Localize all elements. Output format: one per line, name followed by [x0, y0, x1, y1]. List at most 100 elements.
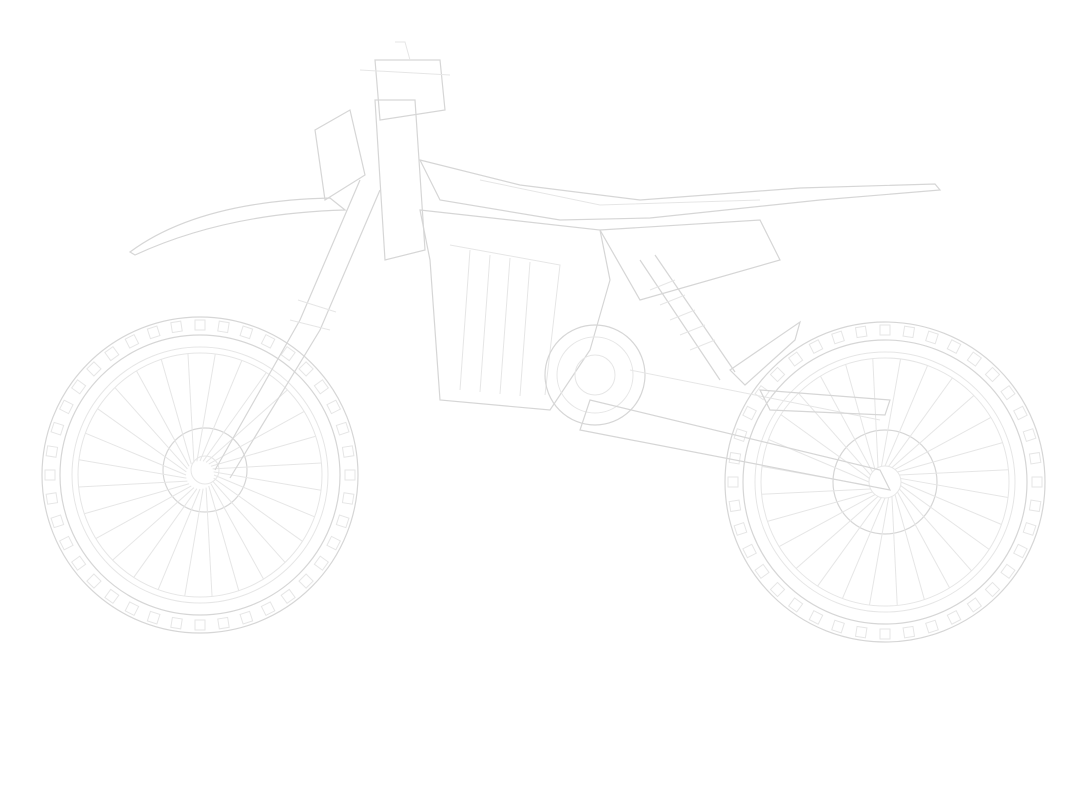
tread-block	[808, 610, 824, 625]
spoke	[778, 494, 876, 547]
spoke	[210, 483, 264, 580]
rear-fender	[729, 320, 802, 386]
tread-block	[742, 405, 757, 421]
spoke	[891, 395, 975, 468]
spoke	[212, 462, 322, 470]
spoke	[210, 435, 316, 467]
tread-block	[58, 535, 74, 551]
spoke	[894, 494, 925, 600]
tread-block	[966, 351, 983, 367]
tread-block	[966, 597, 983, 613]
tread-block	[335, 421, 350, 436]
rear-sprocket	[832, 429, 938, 535]
tread-block	[879, 628, 891, 640]
tread-block	[787, 351, 804, 367]
spoke	[842, 497, 886, 599]
spoke	[899, 488, 972, 572]
rear-spokes	[761, 358, 1009, 606]
spoke	[160, 359, 192, 465]
tread-block	[217, 616, 230, 630]
tread-block	[787, 597, 804, 613]
tread-block	[124, 333, 140, 349]
rear-tread	[727, 324, 1043, 640]
spoke	[97, 408, 187, 473]
spoke	[897, 442, 1003, 473]
tread-block	[50, 514, 65, 529]
spoke	[95, 485, 192, 539]
spoke	[798, 392, 871, 476]
spoke	[205, 389, 288, 463]
spoke	[85, 432, 187, 476]
front-wheel	[41, 316, 359, 634]
tread-block	[728, 451, 742, 465]
tread-block	[925, 619, 939, 634]
tread-block	[104, 345, 120, 362]
spoke	[795, 496, 879, 569]
tread-block	[1031, 476, 1043, 488]
tread-block	[902, 325, 916, 339]
tread-block	[298, 573, 314, 589]
spoke	[205, 487, 213, 597]
handlebar-and-headlight	[314, 41, 451, 261]
tread-block	[313, 555, 330, 571]
spoke	[157, 488, 201, 590]
tread-block	[1028, 499, 1042, 513]
tread-block	[124, 601, 140, 617]
tread-block	[831, 619, 845, 634]
tread-block	[70, 379, 87, 395]
rear-tire-inner	[742, 339, 1028, 625]
front-brake-disc	[162, 427, 248, 513]
tread-block	[854, 625, 868, 639]
tread-block	[313, 379, 330, 395]
tread-block	[280, 588, 296, 605]
tread-block	[879, 324, 891, 336]
tread-block	[854, 325, 868, 339]
tread-block	[260, 333, 276, 349]
spoke	[872, 358, 879, 468]
tread-block	[728, 499, 742, 513]
tread-block	[170, 320, 183, 334]
front-rim	[71, 346, 329, 604]
tread-block	[733, 522, 748, 536]
tread-block	[925, 330, 939, 345]
spoke	[888, 377, 953, 467]
tread-block	[45, 492, 59, 505]
tread-block	[1013, 405, 1028, 421]
tread-block	[50, 421, 65, 436]
spoke	[184, 488, 204, 597]
front-tread	[44, 319, 356, 631]
spoke	[202, 372, 267, 462]
tread-block	[146, 610, 161, 625]
spoke	[212, 480, 286, 563]
rear-wheel	[724, 321, 1046, 643]
tread-block	[808, 339, 824, 354]
tread-block	[194, 319, 206, 331]
tread-block	[146, 325, 161, 340]
spoke	[196, 353, 216, 462]
spoke	[817, 497, 882, 587]
spoke	[900, 477, 1009, 499]
spoke	[761, 488, 871, 495]
tread-block	[1013, 543, 1028, 559]
tread-block	[1022, 522, 1037, 536]
tread-block	[754, 384, 770, 401]
spoke	[900, 481, 1002, 525]
frame	[419, 209, 781, 411]
spoke	[897, 491, 950, 589]
tread-block	[104, 588, 120, 605]
spoke	[213, 477, 303, 542]
tread-block	[44, 469, 56, 481]
tread-block	[239, 325, 254, 340]
tread-block	[298, 361, 314, 377]
tread-block	[45, 445, 59, 458]
tread-block	[984, 581, 1001, 598]
front-rim-inner	[77, 352, 323, 598]
front-fork	[214, 179, 381, 479]
tread-block	[86, 573, 102, 589]
spoke	[845, 364, 876, 470]
spoke	[213, 474, 315, 518]
tread-block	[86, 361, 102, 377]
spoke	[894, 417, 992, 470]
spoke	[78, 480, 188, 488]
